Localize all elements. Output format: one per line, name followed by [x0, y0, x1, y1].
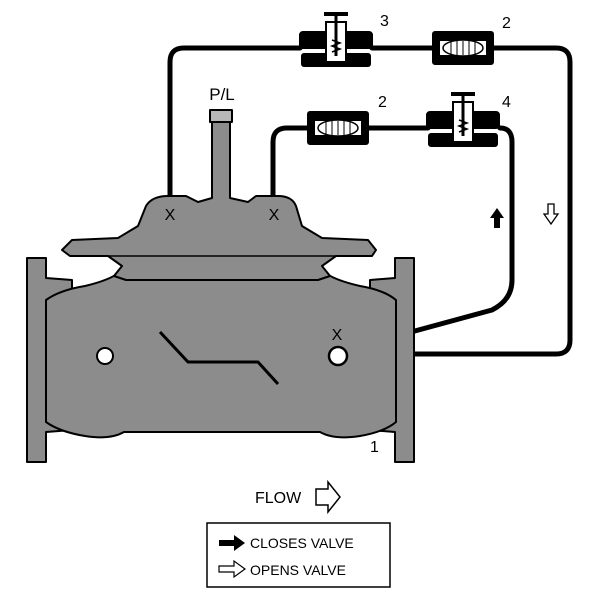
- valve-body: [45, 271, 397, 439]
- flow-arrow-icon: [315, 479, 341, 515]
- seat-symbol: [158, 330, 280, 386]
- pressure-line-label: P/L: [209, 85, 235, 104]
- pilot-tubing: [167, 45, 573, 357]
- needle-valve-icon: [299, 12, 373, 67]
- legend-opens-text: OPENS VALVE: [250, 562, 346, 578]
- flow-label: FLOW: [255, 490, 302, 507]
- legend-box: [206, 522, 391, 588]
- component-number-4: 4: [502, 94, 511, 111]
- right-port-hole: [327, 345, 349, 367]
- strainer-icon: [432, 31, 494, 65]
- opens-legend-arrow-icon: [218, 559, 247, 579]
- port-marker-right: X: [332, 327, 343, 344]
- component-number-2-lower: 2: [378, 94, 387, 111]
- needle-valve-icon: [426, 92, 500, 147]
- legend: CLOSES VALVE OPENS VALVE: [206, 522, 391, 588]
- closes-legend-arrow-icon: [219, 535, 245, 551]
- component-number-2-top: 2: [502, 15, 511, 32]
- stem-cap: [209, 109, 233, 123]
- closes-arrow-icon: [490, 208, 504, 228]
- bonnet: [61, 119, 377, 281]
- component-number-3: 3: [380, 13, 389, 30]
- main-valve-number: 1: [370, 439, 379, 456]
- port-marker-left: X: [165, 207, 176, 224]
- strainer-icon: [307, 111, 369, 145]
- opens-arrow-icon: [542, 203, 560, 226]
- main-valve-body: [26, 109, 415, 463]
- lower-tubing-loop: [270, 125, 515, 353]
- port-marker-center: X: [269, 207, 280, 224]
- legend-closes-text: CLOSES VALVE: [250, 535, 354, 551]
- upper-tubing-loop: [167, 45, 573, 357]
- left-port-hole: [96, 347, 114, 365]
